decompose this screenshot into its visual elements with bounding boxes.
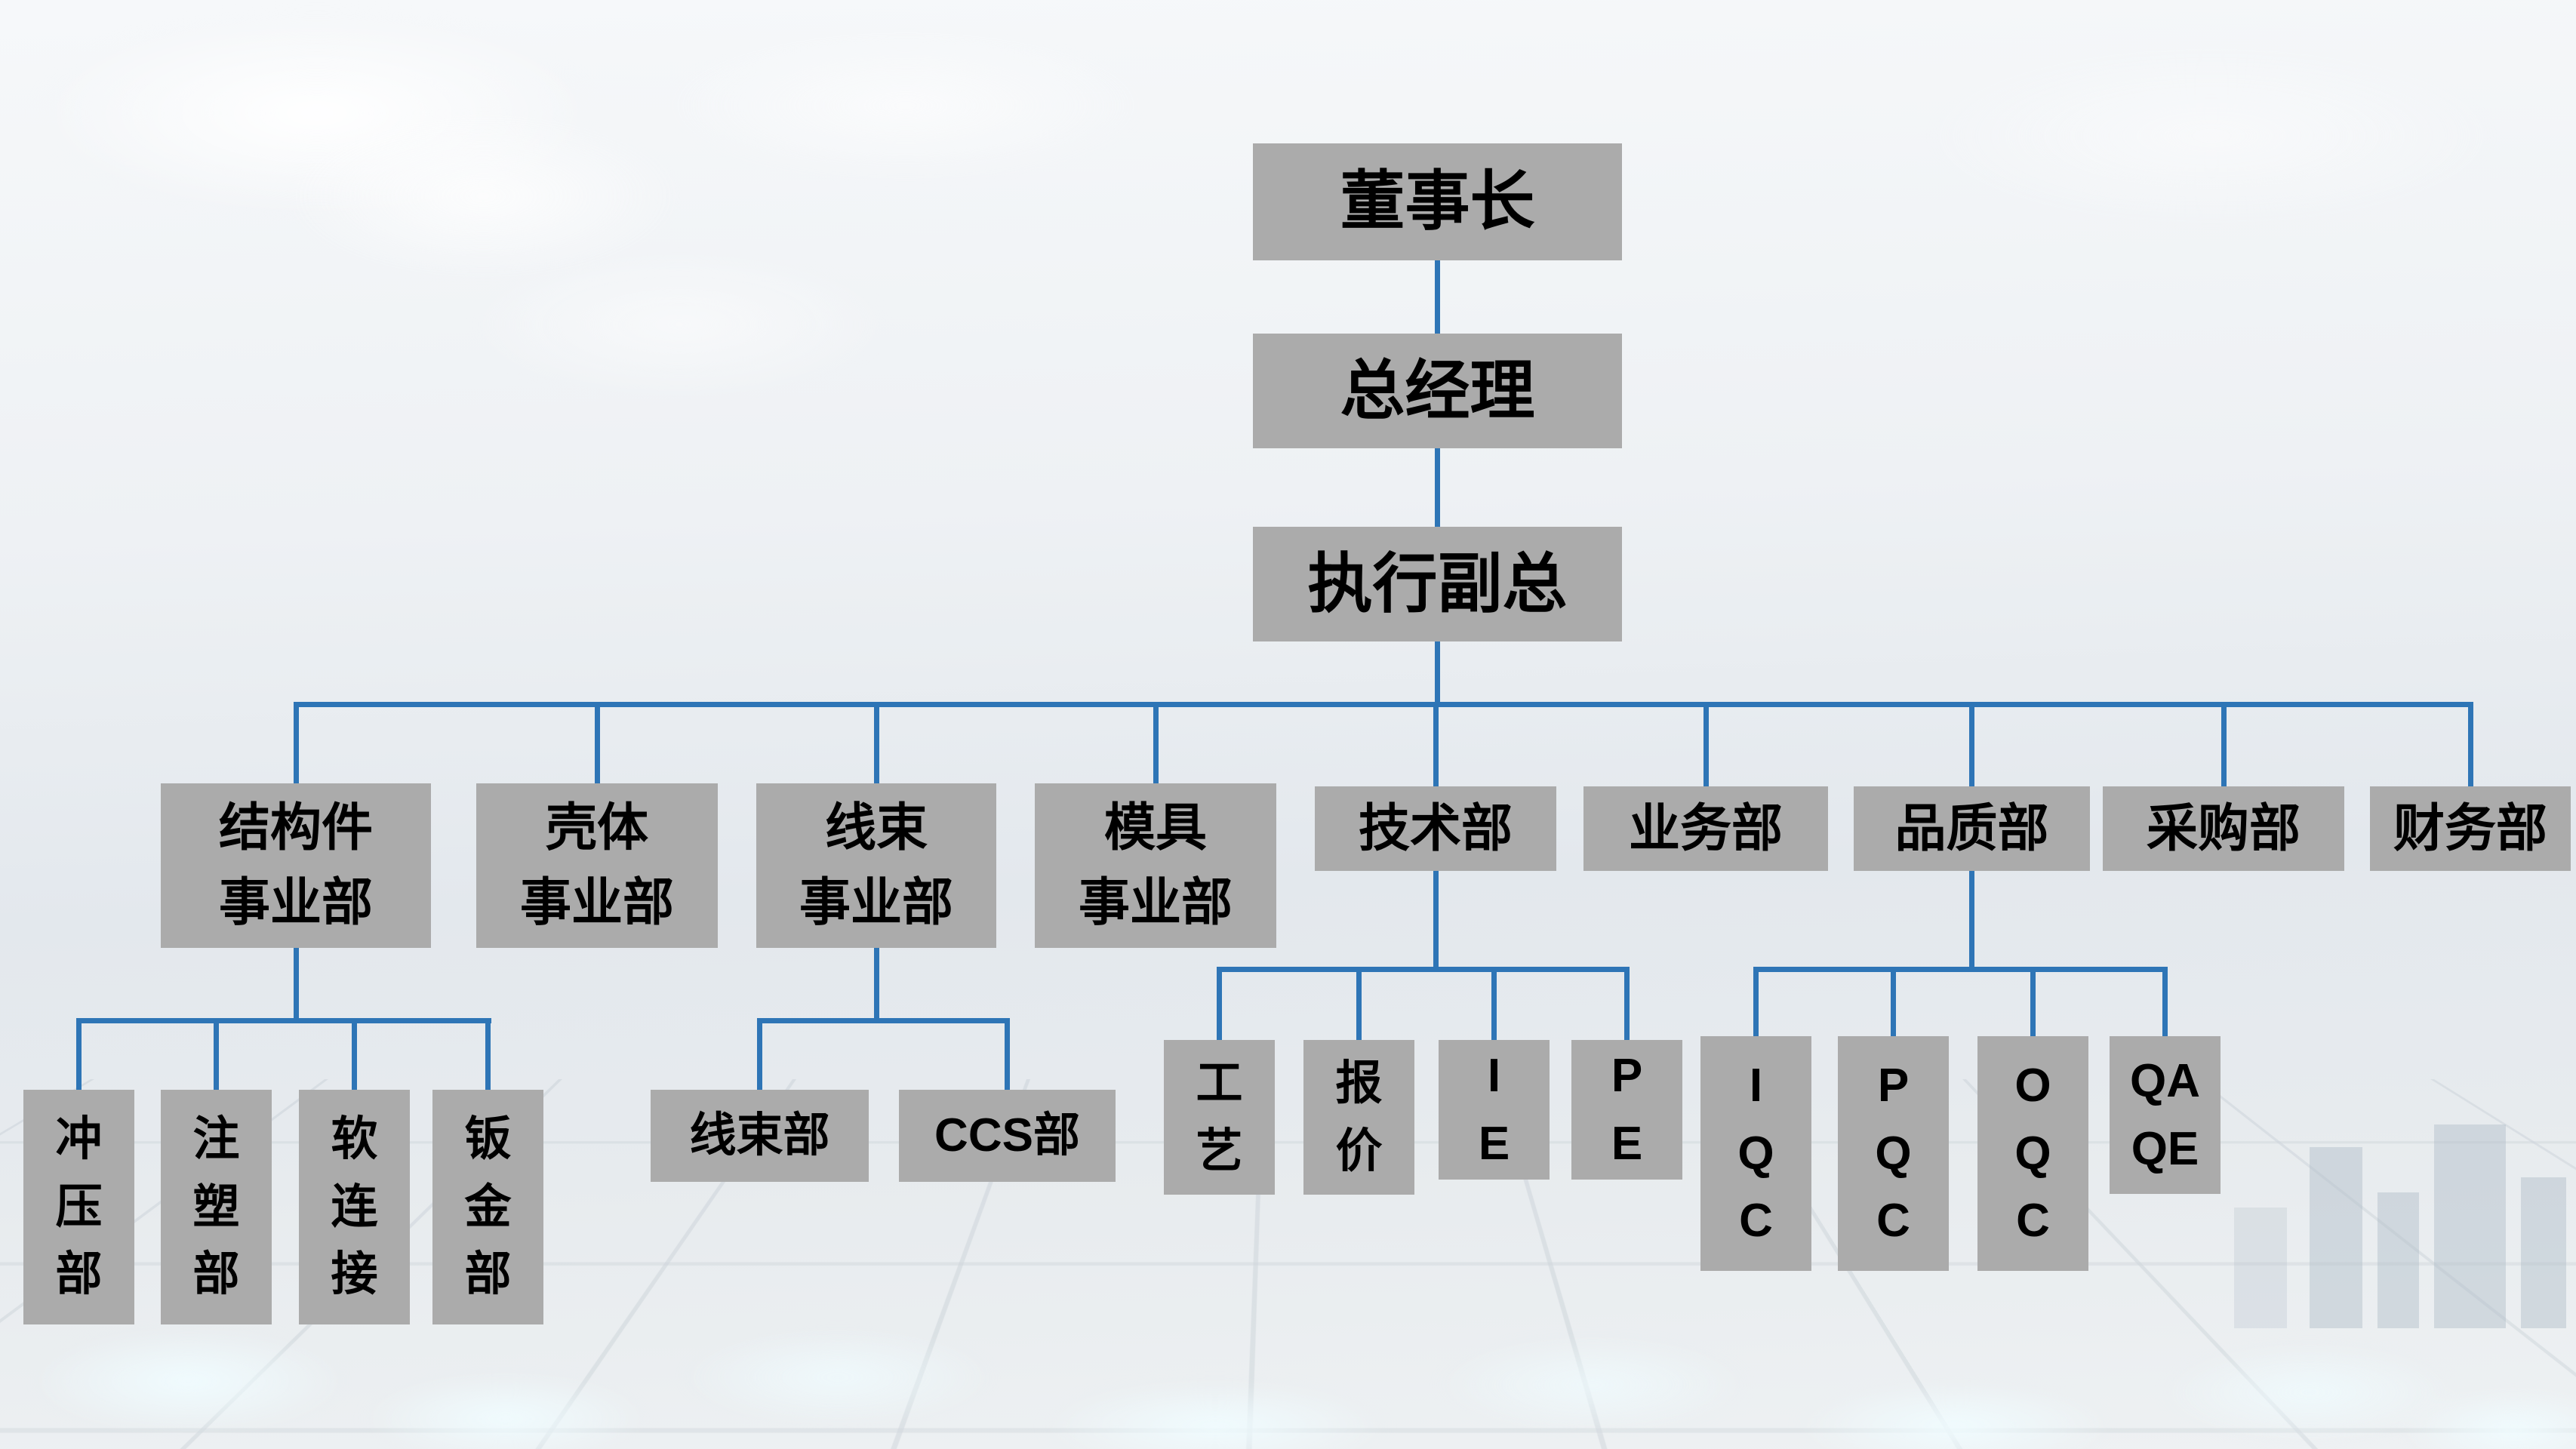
connector-drop-business <box>1703 702 1709 786</box>
connector-structural-riser <box>294 948 299 1020</box>
connector-drop-quotation <box>1356 967 1362 1040</box>
node-pqc: P Q C <box>1838 1036 1949 1271</box>
connector-evp-trunk <box>1435 641 1440 704</box>
cloud <box>287 113 679 279</box>
building-silhouette <box>2377 1192 2419 1328</box>
node-sheet-metal: 钣 金 部 <box>432 1090 543 1324</box>
floor-glow <box>1434 1336 1751 1434</box>
building-silhouette <box>2310 1147 2362 1328</box>
connector-drop-tech <box>1433 702 1439 786</box>
connector-drop-process <box>1217 967 1222 1040</box>
floor-glow <box>679 1328 996 1426</box>
node-chairman: 董事长 <box>1253 143 1622 260</box>
connector-drop-ccs-dept <box>1005 1018 1010 1090</box>
node-stamping: 冲 压 部 <box>23 1090 134 1324</box>
connector-drop-quality <box>1969 702 1974 786</box>
connector-drop-stamping <box>76 1018 82 1090</box>
node-dept-harness: 线束 事业部 <box>756 783 996 948</box>
floor-glow <box>1042 1381 1389 1449</box>
building-silhouette <box>2234 1208 2287 1328</box>
floor-glow <box>30 1328 347 1434</box>
cloud <box>664 30 1147 181</box>
connector-harness-horizontal <box>757 1018 1010 1023</box>
node-iqc: I Q C <box>1700 1036 1811 1271</box>
connector-drop-housing <box>595 702 600 783</box>
node-dept-structural: 结构件 事业部 <box>161 783 431 948</box>
connector-drop-structural <box>294 702 299 783</box>
connector-drop-harness-dept <box>757 1018 762 1090</box>
connector-drop-injection <box>214 1018 219 1090</box>
connector-drop-harness <box>874 702 879 783</box>
node-dept-finance: 财务部 <box>2370 786 2571 871</box>
connector-drop-oqc <box>2030 967 2036 1036</box>
connector-drop-purchasing <box>2221 702 2227 786</box>
node-dept-mold: 模具 事业部 <box>1035 783 1276 948</box>
node-dept-purchasing: 采购部 <box>2103 786 2344 871</box>
node-process: 工 艺 <box>1164 1040 1275 1195</box>
node-qa-qe: QA QE <box>2110 1036 2221 1194</box>
node-executive-vp: 执行副总 <box>1253 527 1622 641</box>
connector-chairman-gm <box>1435 260 1440 334</box>
connector-drop-finance <box>2468 702 2473 786</box>
cloud <box>468 249 891 400</box>
floor-glow <box>1796 1381 2113 1449</box>
floor-glow <box>362 1374 649 1449</box>
connector-drop-sheet-metal <box>485 1018 491 1090</box>
node-injection: 注 塑 部 <box>161 1090 272 1324</box>
node-dept-tech: 技术部 <box>1315 786 1556 871</box>
connector-drop-iqc <box>1753 967 1759 1036</box>
connector-tech-riser <box>1433 871 1439 969</box>
connector-drop-pqc <box>1891 967 1896 1036</box>
connector-drop-soft-connect <box>352 1018 357 1090</box>
node-dept-quality: 品质部 <box>1854 786 2090 871</box>
cloud <box>1925 45 2498 226</box>
connector-quality-horizontal <box>1753 967 2168 972</box>
connector-structural-horizontal <box>76 1018 491 1023</box>
connector-main-horizontal <box>294 702 2473 707</box>
node-ccs-dept: CCS部 <box>899 1090 1116 1182</box>
node-ie: I E <box>1439 1040 1550 1180</box>
node-harness-dept: 线束部 <box>651 1090 869 1182</box>
node-pe: P E <box>1571 1040 1682 1180</box>
connector-drop-qa-qe <box>2162 967 2168 1036</box>
connector-tech-horizontal <box>1217 967 1630 972</box>
connector-drop-mold <box>1153 702 1159 783</box>
connector-drop-ie <box>1491 967 1497 1040</box>
node-oqc: O Q C <box>1977 1036 2088 1271</box>
building-silhouette <box>2434 1124 2506 1328</box>
node-dept-housing: 壳体 事业部 <box>476 783 718 948</box>
connector-quality-riser <box>1969 871 1974 969</box>
connector-gm-evp <box>1435 448 1440 527</box>
node-general-manager: 总经理 <box>1253 334 1622 448</box>
building-silhouette <box>2521 1177 2566 1328</box>
node-quotation: 报 价 <box>1303 1040 1414 1195</box>
node-dept-business: 业务部 <box>1583 786 1828 871</box>
connector-harness-riser <box>874 948 879 1020</box>
connector-drop-pe <box>1624 967 1630 1040</box>
node-soft-connect: 软 连 接 <box>299 1090 410 1324</box>
